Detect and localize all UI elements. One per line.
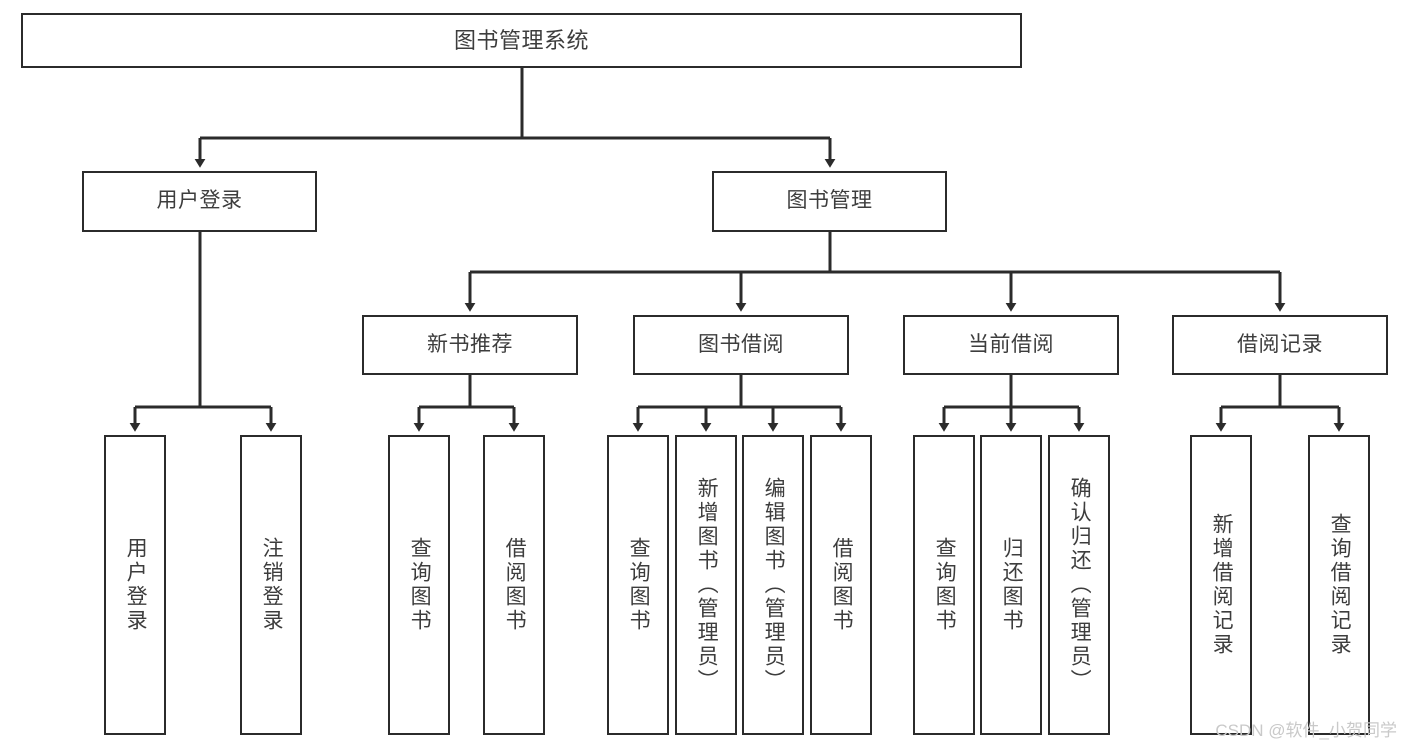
node-current-borrow[interactable]: 当前借阅 (903, 315, 1119, 375)
node-root-label: 图书管理系统 (453, 27, 589, 53)
node-borrow-record[interactable]: 借阅记录 (1172, 315, 1388, 375)
node-leaf-query-record-label: 查询借阅记录 (1328, 513, 1352, 657)
node-book-borrow-label: 图书借阅 (698, 332, 784, 356)
node-leaf-query-book-1[interactable]: 查询图书 (388, 435, 450, 735)
node-leaf-borrow-book-1-label: 借阅图书 (503, 537, 527, 633)
node-leaf-edit-book[interactable]: 编辑图书（管理员） (742, 435, 804, 735)
node-leaf-confirm-return[interactable]: 确认归还（管理员） (1048, 435, 1110, 735)
node-book-manage[interactable]: 图书管理 (712, 171, 947, 232)
node-leaf-borrow-book-2[interactable]: 借阅图书 (810, 435, 872, 735)
node-user-login-label: 用户登录 (156, 189, 243, 213)
node-leaf-logout-login[interactable]: 注销登录 (240, 435, 302, 735)
node-leaf-query-book-3[interactable]: 查询图书 (913, 435, 975, 735)
node-leaf-return-book-label: 归还图书 (1000, 537, 1024, 633)
node-root[interactable]: 图书管理系统 (21, 13, 1022, 68)
node-leaf-add-book-label: 新增图书（管理员） (695, 477, 719, 693)
node-leaf-query-book-2[interactable]: 查询图书 (607, 435, 669, 735)
node-leaf-user-login[interactable]: 用户登录 (104, 435, 166, 735)
node-leaf-logout-login-label: 注销登录 (260, 537, 284, 633)
node-leaf-query-book-2-label: 查询图书 (627, 537, 651, 633)
node-leaf-query-book-3-label: 查询图书 (933, 537, 957, 633)
node-leaf-borrow-book-1[interactable]: 借阅图书 (483, 435, 545, 735)
node-leaf-return-book[interactable]: 归还图书 (980, 435, 1042, 735)
node-leaf-add-record[interactable]: 新增借阅记录 (1190, 435, 1252, 735)
node-leaf-add-book[interactable]: 新增图书（管理员） (675, 435, 737, 735)
node-new-book-recommend[interactable]: 新书推荐 (362, 315, 578, 375)
node-leaf-user-login-label: 用户登录 (124, 537, 148, 633)
node-leaf-query-book-1-label: 查询图书 (408, 537, 432, 633)
node-leaf-confirm-return-label: 确认归还（管理员） (1068, 477, 1092, 693)
node-leaf-borrow-book-2-label: 借阅图书 (830, 537, 854, 633)
node-leaf-add-record-label: 新增借阅记录 (1210, 513, 1234, 657)
node-book-borrow[interactable]: 图书借阅 (633, 315, 849, 375)
node-leaf-query-record[interactable]: 查询借阅记录 (1308, 435, 1370, 735)
node-current-borrow-label: 当前借阅 (968, 332, 1054, 356)
node-leaf-edit-book-label: 编辑图书（管理员） (762, 477, 786, 693)
node-borrow-record-label: 借阅记录 (1237, 332, 1323, 356)
node-new-book-recommend-label: 新书推荐 (427, 332, 513, 356)
node-user-login[interactable]: 用户登录 (82, 171, 317, 232)
node-book-manage-label: 图书管理 (786, 189, 873, 213)
